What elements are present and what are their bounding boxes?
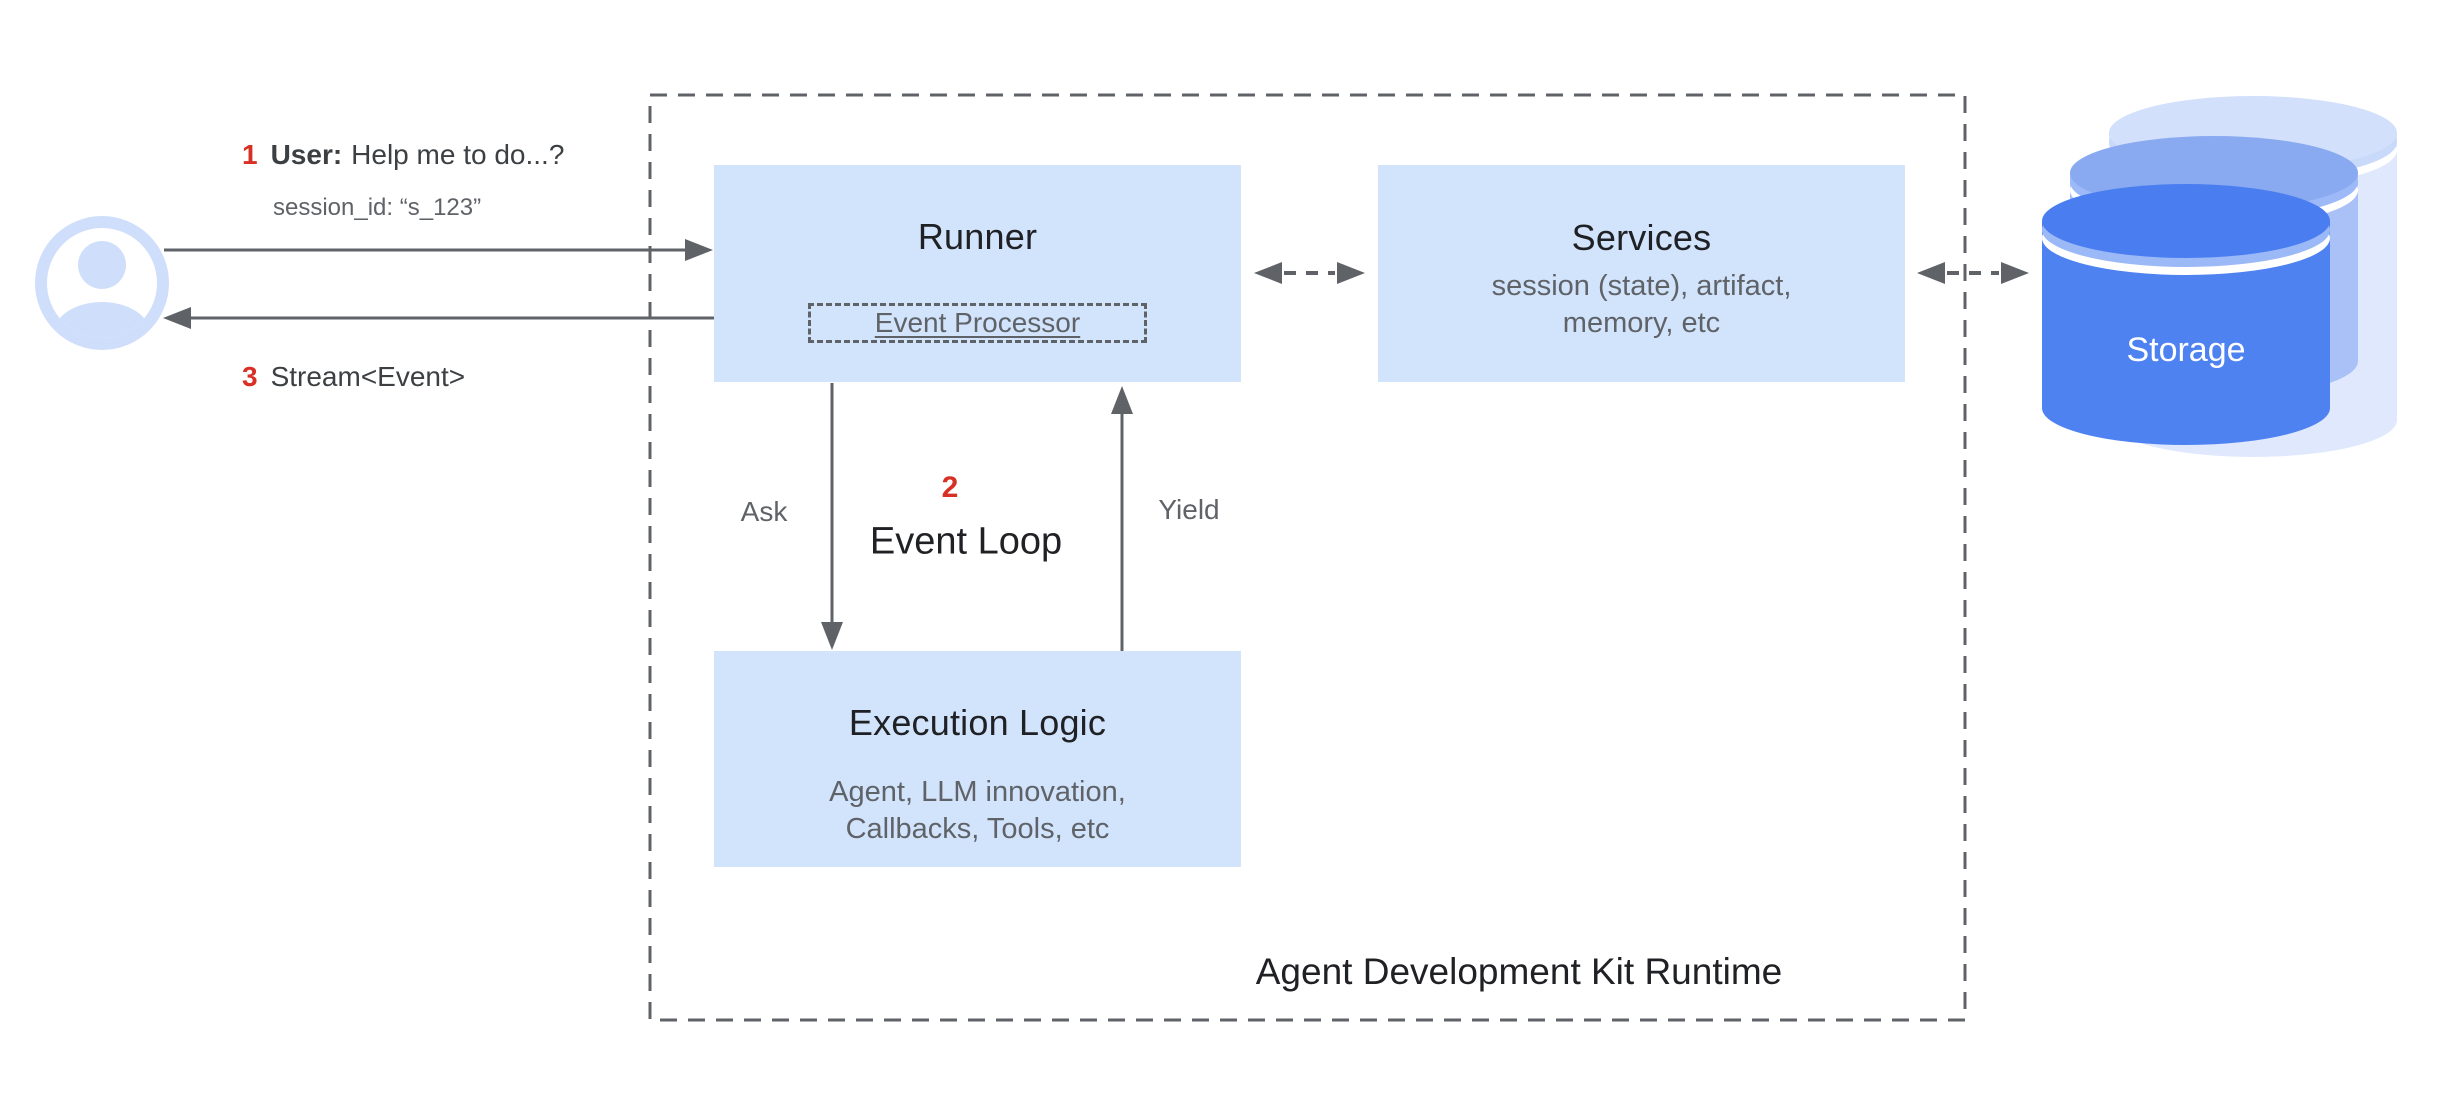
event-processor-box: Event Processor	[808, 303, 1147, 343]
step-1-number: 1	[242, 139, 258, 170]
services-title: Services	[1571, 217, 1712, 258]
runner-box: Runner Event Processor	[714, 165, 1241, 382]
event-loop-title: Event Loop	[869, 520, 1063, 563]
services-box: Services session (state), artifact, memo…	[1378, 165, 1905, 382]
execution-logic-box: Execution Logic Agent, LLM innovation, C…	[714, 651, 1241, 867]
event-loop-number: 2	[941, 471, 959, 504]
user-request-label: 1 User: Help me to do...?	[242, 138, 564, 172]
execution-logic-subtitle-line2: Callbacks, Tools, etc	[845, 813, 1110, 845]
runner-services-arrow	[1254, 262, 1365, 284]
user-icon	[35, 216, 169, 350]
ask-label: Ask	[740, 496, 788, 527]
services-subtitle-line2: memory, etc	[1562, 307, 1721, 339]
yield-label: Yield	[1158, 494, 1220, 525]
user-label: User:	[270, 139, 343, 170]
runtime-caption: Agent Development Kit Runtime	[1255, 951, 1783, 992]
execution-logic-title: Execution Logic	[848, 702, 1107, 743]
ask-arrow	[821, 383, 843, 650]
runtime-dashed-border	[648, 93, 1967, 1022]
step-3-number: 3	[242, 361, 258, 392]
execution-logic-subtitle-line1: Agent, LLM innovation,	[829, 776, 1126, 808]
services-subtitle-line1: session (state), artifact,	[1491, 270, 1792, 302]
session-id-label: session_id: “s_123”	[273, 194, 482, 221]
storage-label: Storage	[2126, 331, 2246, 369]
storage-cylinders-icon	[2042, 96, 2397, 457]
user-to-runner-arrow	[164, 239, 713, 261]
stream-event-text: Stream<Event>	[270, 361, 466, 392]
yield-arrow	[1111, 386, 1133, 651]
stream-event-label: 3 Stream<Event>	[242, 360, 465, 394]
user-message: Help me to do...?	[351, 139, 565, 170]
runner-title: Runner	[917, 216, 1038, 257]
services-storage-arrow	[1917, 262, 2029, 284]
